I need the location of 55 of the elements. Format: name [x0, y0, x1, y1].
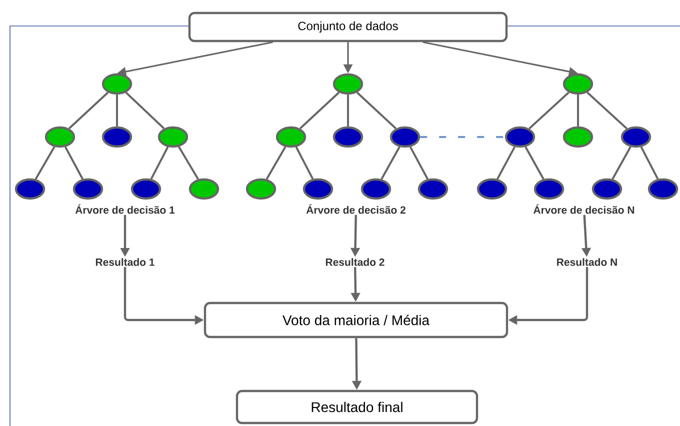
- tree-node-circle: [102, 73, 132, 95]
- tree-node-circle: [246, 178, 276, 200]
- tree-branch: [347, 94, 349, 126]
- tree-branch: [577, 94, 579, 126]
- result-label: Resultado N: [557, 258, 617, 266]
- tree-node-circle: [592, 178, 622, 200]
- tree-node-circle: [276, 126, 306, 148]
- tree-branch: [409, 146, 429, 180]
- tree-branch: [68, 92, 109, 130]
- result-label: Resultado 1: [96, 258, 154, 266]
- tree-branch: [586, 92, 628, 130]
- tree-branch: [178, 146, 200, 180]
- tree-branch: [528, 92, 570, 130]
- tree-branch: [64, 146, 84, 180]
- tree-node-circle: [562, 73, 594, 95]
- tree-branch: [640, 146, 659, 180]
- tree-node-circle: [562, 126, 594, 148]
- process-box: Resultado final: [236, 390, 478, 424]
- tree-branch: [496, 146, 516, 180]
- dashed-line: [420, 136, 505, 138]
- tree-node-circle: [188, 178, 220, 200]
- tree-branch: [356, 92, 397, 130]
- tree-branch: [295, 146, 314, 180]
- process-box: Conjunto de dados: [188, 12, 508, 42]
- tree-node-circle: [14, 178, 46, 200]
- tree-node-circle: [158, 126, 188, 148]
- tree-branch: [524, 146, 544, 180]
- tree-node-circle: [390, 126, 420, 148]
- tree-branch: [116, 94, 118, 126]
- tree-node-circle: [130, 178, 162, 200]
- tree-node-circle: [418, 178, 448, 200]
- tree-branch: [612, 146, 632, 180]
- tree-node-circle: [332, 126, 364, 148]
- tree-caption: Árvore de decisão 2: [306, 204, 406, 214]
- tree-branch: [34, 146, 56, 180]
- tree-node-circle: [102, 126, 132, 148]
- tree-node-circle: [504, 126, 536, 148]
- tree-branch: [150, 146, 169, 180]
- tree-branch: [299, 92, 340, 130]
- tree-caption: Árvore de decisão 1: [75, 204, 175, 214]
- tree-node-circle: [620, 126, 652, 148]
- tree-node-circle: [534, 178, 564, 200]
- tree-branch: [266, 146, 286, 180]
- tree-node-circle: [332, 73, 364, 95]
- tree-node-circle: [360, 178, 392, 200]
- result-label: Resultado 2: [326, 258, 384, 266]
- tree-branch: [380, 146, 400, 180]
- tree-caption: Árvore de decisão N: [534, 204, 634, 214]
- tree-node-circle: [476, 178, 508, 200]
- tree-node-circle: [302, 178, 334, 200]
- tree-node-circle: [44, 126, 76, 148]
- tree-node-circle: [72, 178, 104, 200]
- tree-branch: [125, 92, 165, 130]
- process-box: Voto da maioria / Média: [204, 302, 508, 338]
- tree-node-circle: [648, 178, 678, 200]
